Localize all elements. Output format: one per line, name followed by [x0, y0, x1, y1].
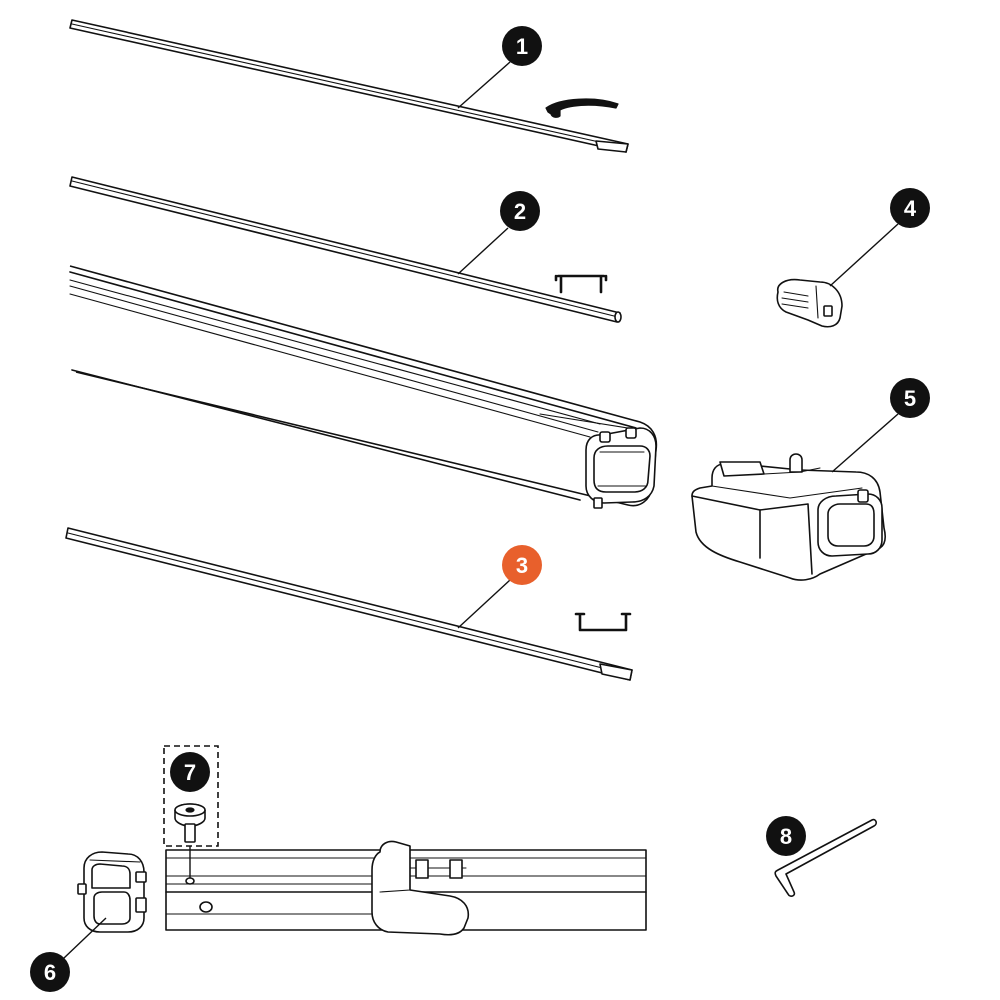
part-4-clip [776, 278, 843, 328]
callout-1-circle [502, 26, 542, 66]
callout-7: 7 [170, 752, 210, 792]
callout-1-label: 1 [516, 34, 528, 59]
part-7-screw-box [163, 745, 219, 878]
callout-2-circle [500, 191, 540, 231]
callout-2: 2 [500, 191, 540, 231]
callout-1: 1 [502, 26, 542, 66]
part-3-profile-icon [574, 612, 632, 632]
bottom-foot-clamp [371, 840, 470, 936]
part-6-end-cap [77, 851, 147, 933]
callout-4-label: 4 [904, 196, 917, 221]
part-1-profile-icon [545, 98, 619, 118]
callout-8-label: 8 [780, 824, 792, 849]
callout-7-circle [170, 752, 210, 792]
part-3-lower-strip [65, 527, 633, 681]
crossbar-profile [69, 265, 658, 509]
callout-2-label: 2 [514, 199, 526, 224]
callout-4: 4 [890, 188, 930, 228]
part-8-allen-key [774, 818, 877, 897]
part-7-screw [174, 803, 206, 843]
callout-6: 6 [30, 952, 70, 992]
callout-3-label: 3 [516, 553, 528, 578]
leader-lines [63, 61, 899, 959]
part-1-top-strip [69, 19, 629, 153]
callout-8-circle [766, 816, 806, 856]
callout-3: 3 [502, 545, 542, 585]
part-2-profile-icon [554, 274, 608, 294]
callout-5-label: 5 [904, 386, 916, 411]
callout-8: 8 [766, 816, 806, 856]
callout-6-label: 6 [44, 960, 56, 985]
callout-6-circle [30, 952, 70, 992]
part-5-foot-support [691, 453, 886, 581]
callout-3-circle [502, 545, 542, 585]
part-2-infill-strip [69, 176, 622, 323]
callout-5: 5 [890, 378, 930, 418]
callout-7-label: 7 [184, 760, 196, 785]
callout-4-circle [890, 188, 930, 228]
callout-5-circle [890, 378, 930, 418]
